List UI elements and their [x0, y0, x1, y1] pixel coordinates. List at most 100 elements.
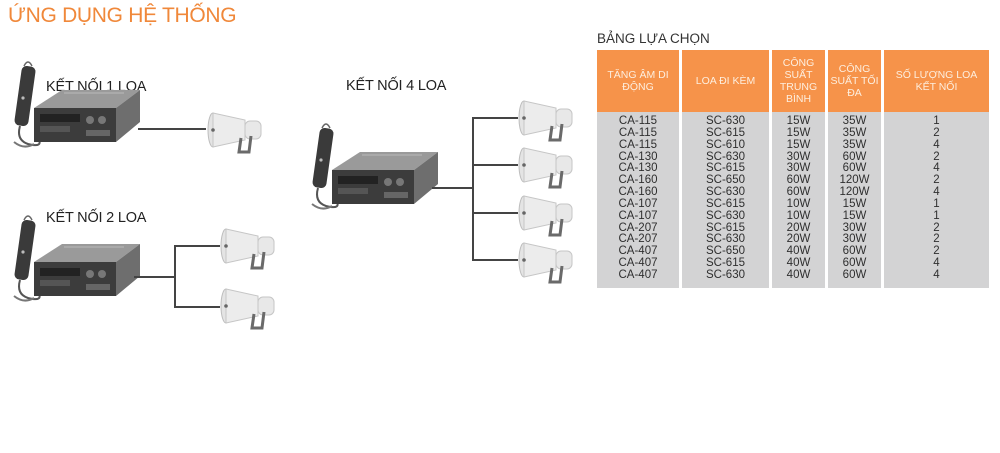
cell-amplifier: CA-160 — [597, 174, 679, 188]
connection-wire — [472, 117, 518, 119]
cell-speaker-count: 1 — [884, 210, 989, 223]
cell-speaker-count: 4 — [884, 163, 989, 176]
cell-amplifier: CA-107 — [597, 210, 679, 223]
cell-speaker-count: 4 — [884, 269, 989, 288]
amplifier-icon — [302, 122, 442, 217]
cell-max-power: 60W — [828, 245, 881, 259]
header-amplifier: TĂNG ÂM DI ĐỘNG — [597, 50, 679, 112]
cell-speaker: SC-650 — [682, 245, 769, 259]
header-speaker: LOA ĐI KÈM — [682, 50, 769, 112]
cell-speaker: SC-630 — [682, 186, 769, 199]
cell-max-power: 15W — [828, 210, 881, 223]
cell-avg-power: 15W — [772, 127, 825, 140]
connection-wire — [472, 117, 474, 260]
cell-amplifier: CA-130 — [597, 163, 679, 176]
cell-avg-power: 40W — [772, 245, 825, 259]
cell-avg-power: 15W — [772, 112, 825, 128]
cell-avg-power: 20W — [772, 234, 825, 247]
connection-wire — [432, 187, 474, 189]
table-caption: BẢNG LỰA CHỌN — [597, 31, 710, 46]
cell-speaker: SC-615 — [682, 127, 769, 140]
cell-speaker: SC-650 — [682, 174, 769, 188]
cell-avg-power: 15W — [772, 139, 825, 152]
cell-max-power: 30W — [828, 222, 881, 235]
diagram-label: KẾT NỐI 4 LOA — [346, 78, 447, 94]
connection-wire — [134, 276, 175, 278]
header-max-power: CÔNG SUẤT TỐI ĐA — [828, 50, 881, 112]
horn-speaker-icon — [516, 143, 578, 193]
cell-speaker: SC-615 — [682, 257, 769, 270]
cell-speaker-count: 1 — [884, 112, 989, 128]
cell-avg-power: 20W — [772, 222, 825, 235]
cell-speaker-count: 4 — [884, 186, 989, 199]
cell-avg-power: 60W — [772, 186, 825, 199]
cell-speaker: SC-610 — [682, 139, 769, 152]
amplifier-icon — [4, 214, 144, 309]
cell-amplifier: CA-115 — [597, 139, 679, 152]
cell-speaker: SC-630 — [682, 234, 769, 247]
connection-wire — [138, 128, 206, 130]
cell-max-power: 60W — [828, 269, 881, 288]
cell-speaker-count: 2 — [884, 127, 989, 140]
horn-speaker-icon — [218, 224, 280, 274]
cell-speaker-count: 2 — [884, 245, 989, 259]
cell-avg-power: 60W — [772, 174, 825, 188]
cell-avg-power: 30W — [772, 151, 825, 164]
connection-wire — [472, 212, 518, 214]
diagram-label: KẾT NỐI 2 LOA — [46, 210, 147, 226]
horn-speaker-icon — [205, 108, 267, 158]
horn-speaker-icon — [516, 191, 578, 241]
page-title: ỨNG DỤNG HỆ THỐNG — [8, 4, 237, 27]
cell-amplifier: CA-107 — [597, 198, 679, 211]
cell-max-power: 60W — [828, 163, 881, 176]
cell-avg-power: 10W — [772, 198, 825, 211]
selection-table: TĂNG ÂM DI ĐỘNG LOA ĐI KÈM CÔNG SUẤT TRU… — [594, 50, 992, 288]
cell-speaker-count: 4 — [884, 257, 989, 270]
cell-max-power: 120W — [828, 186, 881, 199]
cell-avg-power: 30W — [772, 163, 825, 176]
cell-amplifier: CA-115 — [597, 112, 679, 128]
cell-amplifier: CA-207 — [597, 222, 679, 235]
cell-speaker-count: 2 — [884, 222, 989, 235]
amplifier-icon — [4, 60, 144, 155]
cell-max-power: 30W — [828, 234, 881, 247]
cell-avg-power: 40W — [772, 269, 825, 288]
cell-max-power: 120W — [828, 174, 881, 188]
cell-max-power: 15W — [828, 198, 881, 211]
cell-speaker: SC-630 — [682, 151, 769, 164]
cell-amplifier: CA-407 — [597, 257, 679, 270]
cell-speaker-count: 2 — [884, 151, 989, 164]
cell-amplifier: CA-207 — [597, 234, 679, 247]
connection-wire — [174, 245, 220, 247]
cell-max-power: 60W — [828, 257, 881, 270]
cell-speaker: SC-615 — [682, 198, 769, 211]
horn-speaker-icon — [218, 284, 280, 334]
cell-speaker-count: 2 — [884, 174, 989, 188]
header-speaker-count: SỐ LƯỢNG LOA KẾT NỐI — [884, 50, 989, 112]
header-avg-power: CÔNG SUẤT TRUNG BÌNH — [772, 50, 825, 112]
cell-speaker: SC-630 — [682, 210, 769, 223]
cell-speaker-count: 2 — [884, 234, 989, 247]
cell-amplifier: CA-130 — [597, 151, 679, 164]
cell-max-power: 35W — [828, 127, 881, 140]
cell-speaker-count: 1 — [884, 198, 989, 211]
cell-speaker: SC-630 — [682, 112, 769, 128]
cell-speaker: SC-615 — [682, 222, 769, 235]
cell-max-power: 35W — [828, 112, 881, 128]
cell-speaker-count: 4 — [884, 139, 989, 152]
cell-avg-power: 40W — [772, 257, 825, 270]
table-header-row: TĂNG ÂM DI ĐỘNG LOA ĐI KÈM CÔNG SUẤT TRU… — [597, 50, 989, 112]
